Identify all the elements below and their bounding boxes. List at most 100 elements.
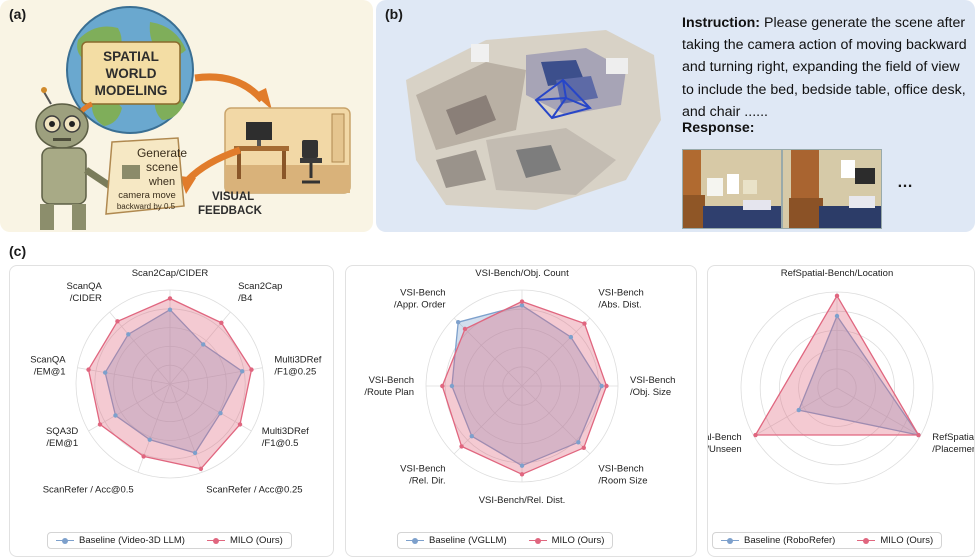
legend-item-ours: MILO (Ours) xyxy=(857,535,933,546)
baseline-point xyxy=(455,319,461,325)
baseline-point xyxy=(201,342,206,347)
baseline-point xyxy=(167,307,173,312)
grid-spoke xyxy=(453,385,523,455)
legend-label-baseline: Baseline (Video-3D LLM) xyxy=(79,535,185,546)
axis-label: RefSpatial-Bench xyxy=(708,432,742,443)
axis-label: /Room Size xyxy=(598,475,647,486)
axis-label: /Placement xyxy=(932,444,974,455)
grid-spoke xyxy=(836,387,921,437)
radar-chart-refspatial-bench: RefSpatial-Bench/LocationRefSpatial-Benc… xyxy=(708,268,974,485)
axis-label: Multi3DRef xyxy=(274,355,321,366)
axis-label: SQA3D xyxy=(46,426,78,437)
axis-label: RefSpatial-Bench/Location xyxy=(781,268,894,279)
camera-frustum-icon xyxy=(534,78,592,120)
ours-point xyxy=(97,422,103,427)
ours-point xyxy=(440,383,445,389)
note-text-line-1: Generate xyxy=(137,146,187,160)
ours-point xyxy=(582,321,587,326)
response-image-1 xyxy=(682,149,782,229)
ours-point xyxy=(198,466,204,471)
grid-spoke xyxy=(753,387,838,437)
globe-text-line-2: WORLD xyxy=(106,66,157,81)
grid-spoke xyxy=(169,383,203,473)
panel-a-illustration: SPATIAL WORLD MODELING VISUAL FEEDBACK xyxy=(0,0,373,232)
axis-label: ScanRefer / Acc@0.25 xyxy=(206,485,302,496)
legend-chart-1: Baseline (Video-3D LLM) MILO (Ours) xyxy=(47,532,292,549)
response-image-2 xyxy=(782,149,882,229)
pointcloud-scene-image xyxy=(406,30,661,210)
note-text-line-3: when xyxy=(148,176,175,188)
ours-swatch-icon xyxy=(206,537,225,545)
axis-label: Scan2Cap/CIDER xyxy=(132,268,209,279)
robot-icon xyxy=(35,87,112,230)
baseline-point xyxy=(469,434,474,439)
axis-label: VSI-Bench xyxy=(369,375,414,386)
ours-point xyxy=(459,444,464,449)
response-label: Response: xyxy=(682,120,755,136)
legend-label-ours: MILO (Ours) xyxy=(229,535,283,546)
legend-label-baseline: Baseline (VGLLM) xyxy=(429,535,507,546)
ours-swatch-icon xyxy=(857,537,876,545)
axis-label: /F1@0.5 xyxy=(262,438,299,449)
ours-point xyxy=(604,383,609,389)
grid-spoke xyxy=(169,383,252,432)
axis-label: /Unseen xyxy=(708,444,742,455)
baseline-point xyxy=(796,407,801,413)
instruction-note xyxy=(105,137,185,215)
axis-label: ScanQA xyxy=(67,281,103,292)
legend-label-ours: MILO (Ours) xyxy=(880,535,934,546)
ours-point xyxy=(249,367,254,372)
note-text-line-4: camera move xyxy=(118,190,176,201)
axis-label: /Abs. Dist. xyxy=(598,300,641,311)
arrow-to-room xyxy=(194,73,265,103)
ours-swatch-icon xyxy=(528,537,547,545)
ours-point xyxy=(86,367,91,372)
axis-label: /CIDER xyxy=(70,293,102,304)
ours-point xyxy=(581,445,586,450)
instruction-text: Instruction: Please generate the scene a… xyxy=(682,12,968,123)
panel-label-b: (b) xyxy=(385,6,403,22)
series-ours-area xyxy=(754,294,920,436)
panel-label-a: (a) xyxy=(9,6,27,22)
ours-point xyxy=(115,319,120,324)
axis-label: VSI-Bench xyxy=(400,288,445,299)
axis-label: VSI-Bench xyxy=(598,463,643,474)
axis-label: /Appr. Order xyxy=(394,300,446,311)
baseline-point xyxy=(113,413,118,418)
panel-b-scene: Instruction: Please generate the scene a… xyxy=(376,0,975,232)
grid-spoke xyxy=(88,383,171,432)
room-scene-icon xyxy=(224,107,351,194)
note-text-line-5: backward by 0.5 xyxy=(117,202,176,211)
legend-label-ours: MILO (Ours) xyxy=(551,535,605,546)
axis-label: /Route Plan xyxy=(364,387,414,398)
axis-label: RefSpatial-Bench xyxy=(932,432,974,443)
ours-point xyxy=(167,296,173,301)
globe-text-line-3: MODELING xyxy=(95,83,168,98)
baseline-point xyxy=(192,450,198,456)
series-baseline-area xyxy=(104,308,244,454)
axis-label: /F1@0.25 xyxy=(274,367,316,378)
baseline-swatch-icon xyxy=(721,537,739,545)
axis-label: Multi3DRef xyxy=(262,426,309,437)
baseline-point xyxy=(519,303,525,308)
baseline-point xyxy=(576,440,581,445)
legend-item-baseline: Baseline (Video-3D LLM) xyxy=(56,535,185,546)
baseline-point xyxy=(240,369,245,374)
response-ellipsis: … xyxy=(897,174,913,191)
ours-point xyxy=(219,320,224,325)
globe-banner xyxy=(81,41,181,105)
baseline-point xyxy=(102,370,108,375)
grid-spoke xyxy=(109,311,171,385)
radar-chart-3-container: RefSpatial-Bench/LocationRefSpatial-Benc… xyxy=(707,265,975,557)
baseline-point xyxy=(147,437,152,442)
axis-label: /Obj. Size xyxy=(630,387,671,398)
ours-point xyxy=(519,299,525,304)
legend-item-baseline: Baseline (RoboRefer) xyxy=(721,535,835,546)
ours-point xyxy=(916,432,921,438)
baseline-swatch-icon xyxy=(406,537,424,545)
ours-point xyxy=(753,432,758,438)
legend-item-ours: MILO (Ours) xyxy=(528,535,605,546)
